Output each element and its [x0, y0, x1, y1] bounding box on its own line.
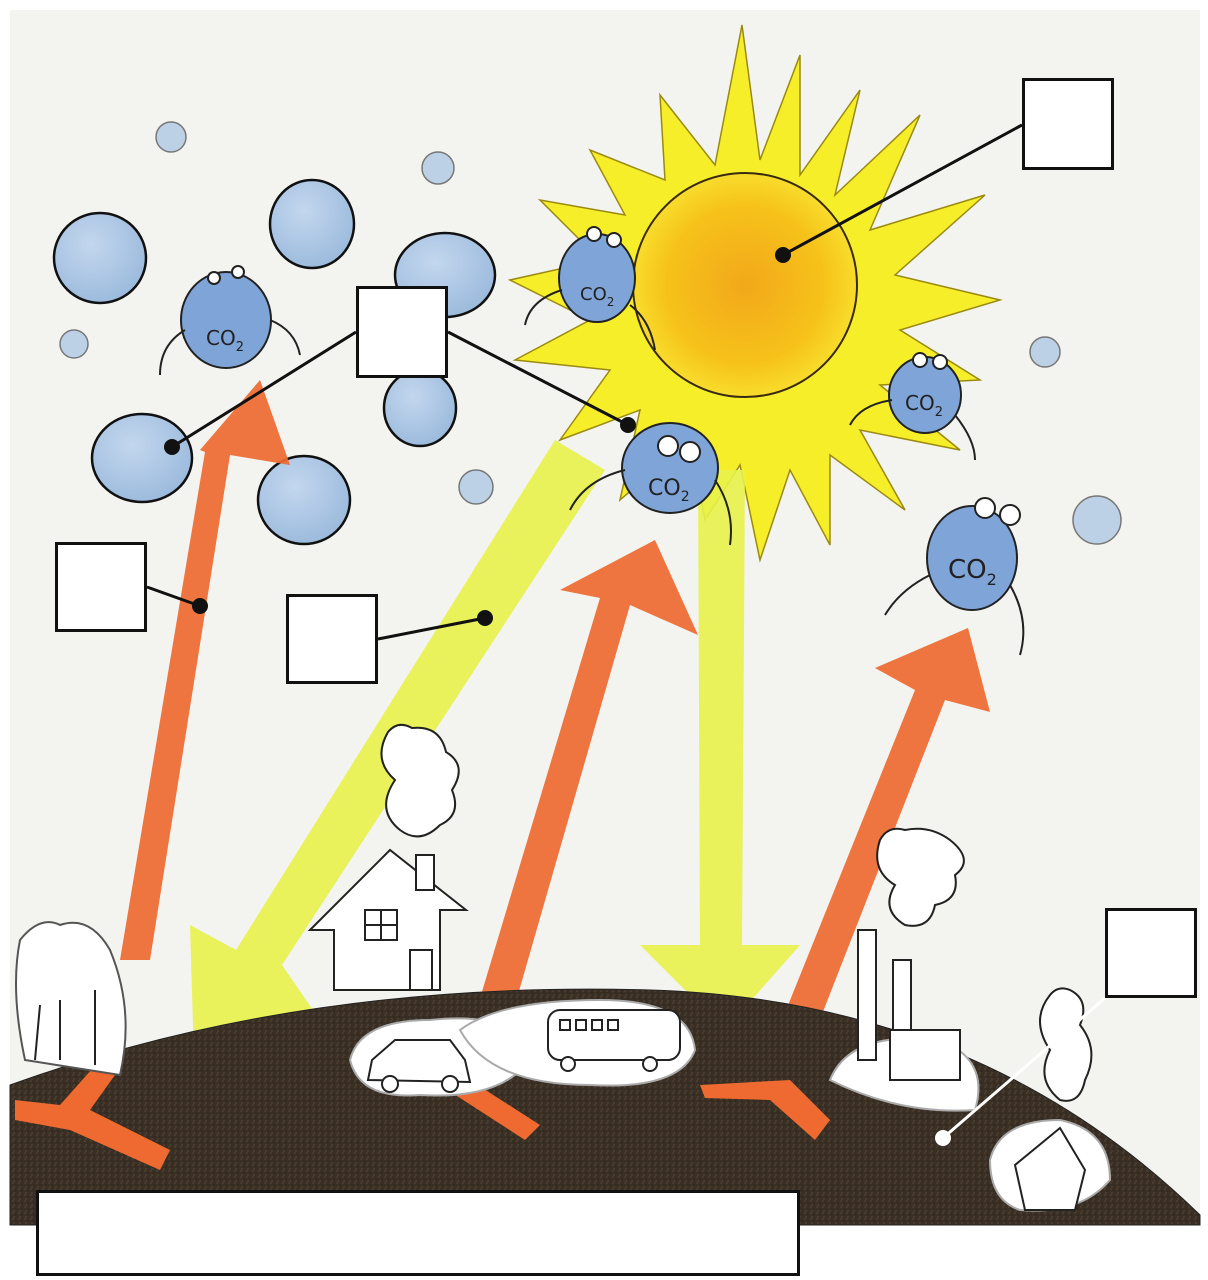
- small-bubble: [60, 330, 88, 358]
- label-box-earth[interactable]: [1105, 908, 1197, 998]
- bubble: [270, 180, 354, 268]
- bubble: [54, 213, 146, 303]
- leader-dot: [164, 439, 180, 455]
- label-box-infrared[interactable]: [55, 542, 147, 632]
- bubble: [384, 370, 456, 446]
- label-box-sunlight[interactable]: [286, 594, 378, 684]
- label-box-sun[interactable]: [1022, 78, 1114, 170]
- small-bubble: [156, 122, 186, 152]
- leader-dot: [620, 417, 636, 433]
- small-bubble: [1030, 337, 1060, 367]
- bubble: [92, 414, 192, 502]
- leader-dot: [477, 610, 493, 626]
- leader-dot: [935, 1130, 951, 1146]
- small-bubble: [422, 152, 454, 184]
- leader-dot: [192, 598, 208, 614]
- sun-disc: [633, 173, 857, 397]
- bubble: [258, 456, 350, 544]
- title-answer-box[interactable]: [36, 1190, 800, 1276]
- leader-dot: [775, 247, 791, 263]
- label-box-co2[interactable]: [356, 286, 448, 378]
- small-bubble: [1073, 496, 1121, 544]
- small-bubble: [459, 470, 493, 504]
